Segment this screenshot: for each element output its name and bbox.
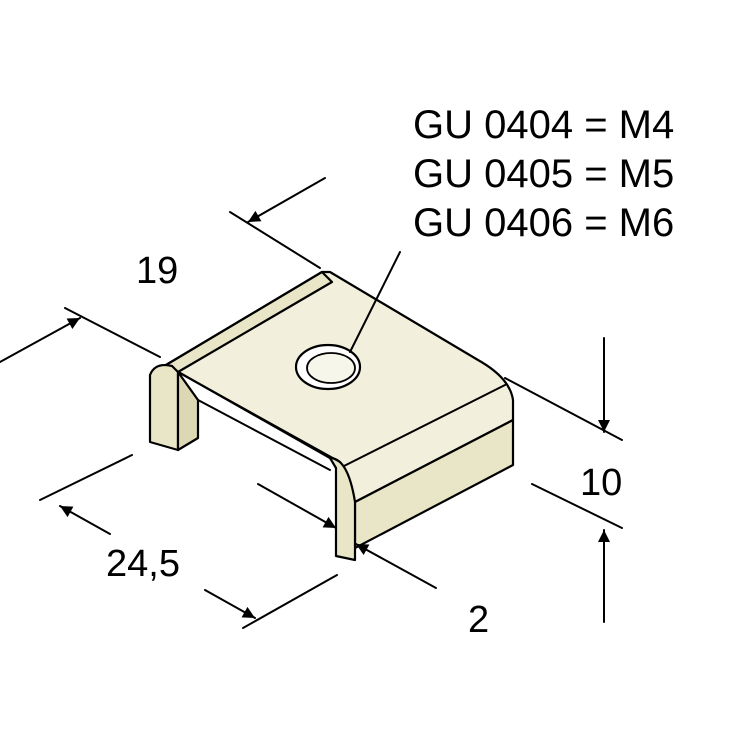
- dim-24-5-text: 24,5: [106, 543, 180, 585]
- dimension-24-5: 24,5: [39, 454, 338, 629]
- dimension-2: 2: [257, 483, 489, 641]
- dim-2-text: 2: [468, 599, 489, 641]
- dim-2-arrow-left: [257, 483, 337, 529]
- clamp-channel-line-2: [177, 371, 341, 463]
- dim-2-arrow-right: [355, 543, 437, 589]
- dim-24-5-arrow-left: [59, 505, 111, 535]
- dim-10-text: 10: [580, 462, 622, 504]
- dim-19-arrow-lower: [0, 317, 81, 363]
- variant-label-m5: GU 0405 = M5: [413, 152, 674, 196]
- dim-19-ext-front: [64, 307, 161, 358]
- label-leader-line: [349, 251, 401, 353]
- clamp-left-leg-inner: [176, 370, 200, 452]
- dimension-19: 19: [0, 177, 326, 363]
- bolt-hole-inner: [306, 352, 356, 384]
- clamp-channel-line: [197, 399, 331, 471]
- dim-24-5-ext-right: [242, 574, 338, 629]
- dim-24-5-ext-left: [39, 454, 133, 501]
- variant-labels: GU 0404 = M4 GU 0405 = M5 GU 0406 = M6: [413, 103, 674, 245]
- variant-label-m6: GU 0406 = M6: [413, 201, 674, 245]
- dim-19-arrow-upper: [247, 177, 326, 223]
- dim-19-ext-back: [229, 211, 321, 269]
- variant-label-m4: GU 0404 = M4: [413, 103, 674, 147]
- dim-10-ext-bottom: [531, 483, 623, 529]
- dimension-10: 10: [504, 337, 623, 623]
- clamp-part: [148, 270, 515, 562]
- dim-19-text: 19: [136, 250, 178, 292]
- clamp-front-edge-line: [339, 384, 506, 469]
- clamp-left-leg: [148, 363, 180, 452]
- dim-24-5-arrow-right: [204, 589, 256, 619]
